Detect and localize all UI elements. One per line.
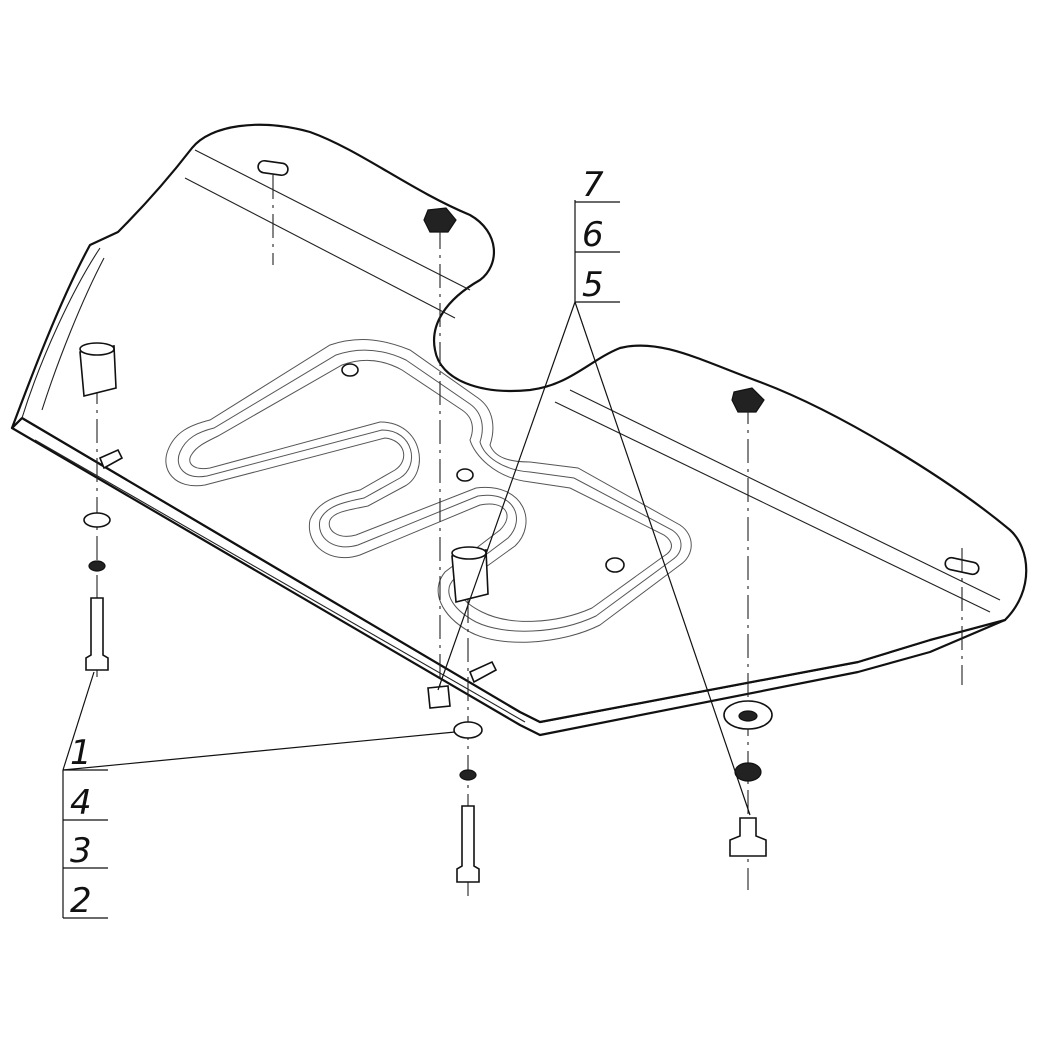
callout-label-5: 5 xyxy=(582,265,604,305)
bolt xyxy=(85,597,109,671)
bolt xyxy=(729,817,767,857)
tab xyxy=(468,660,498,684)
callout-label-6: 6 xyxy=(582,215,604,255)
round-hole xyxy=(456,468,474,482)
round-hole xyxy=(605,557,625,573)
lock-washer xyxy=(88,560,106,572)
plate-holes xyxy=(98,159,980,684)
lock-washer xyxy=(459,769,477,781)
callout-label-7: 7 xyxy=(582,165,604,205)
plate-bend-line xyxy=(194,149,471,291)
tab xyxy=(98,448,124,470)
mount-nut xyxy=(423,207,457,233)
plate-left-bevel xyxy=(21,247,101,419)
bolt xyxy=(456,805,480,883)
lock-washer xyxy=(734,762,762,782)
callout-label-4: 4 xyxy=(70,783,92,823)
slot-hole xyxy=(257,159,289,177)
bolt-head-under xyxy=(427,685,451,709)
fastener-stack-right xyxy=(723,700,773,857)
plate-top-surface xyxy=(10,123,1028,724)
fastener-stack-center xyxy=(427,546,489,883)
callout-left: 1 4 3 2 xyxy=(62,671,456,921)
callout-label-1: 1 xyxy=(70,733,92,773)
callout-right: 7 6 5 xyxy=(437,165,751,816)
callout-label-3: 3 xyxy=(70,831,92,871)
flat-washer xyxy=(83,512,111,528)
fastener-stack-left xyxy=(79,342,117,671)
callout-label-2: 2 xyxy=(70,881,92,921)
round-hole xyxy=(341,363,359,377)
flat-washer xyxy=(453,721,483,739)
skid-plate xyxy=(10,123,1028,737)
